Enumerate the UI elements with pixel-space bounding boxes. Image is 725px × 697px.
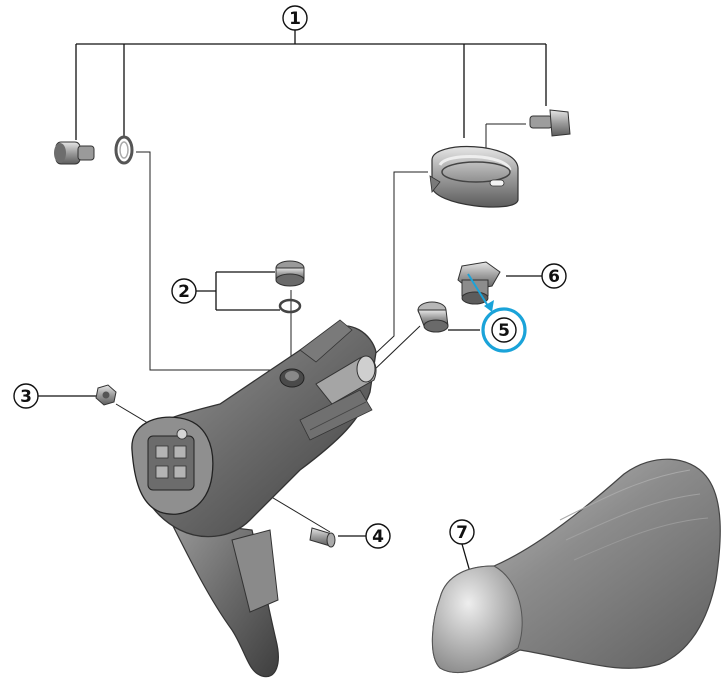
callout-5: 5 [481, 307, 527, 353]
callout-4: 4 [365, 523, 391, 549]
callout-2-number: 2 [178, 282, 190, 302]
callout-1: 1 [282, 5, 308, 31]
part-5-bushing [417, 301, 449, 333]
part-6-adjust-bolt [457, 261, 501, 312]
callout-1-number: 1 [289, 9, 301, 29]
callout-2: 2 [171, 278, 197, 304]
lever-body [131, 319, 377, 678]
callout-3: 3 [13, 383, 39, 409]
leader-lines [38, 30, 547, 573]
callout-6: 6 [541, 263, 567, 289]
callout-4-number: 4 [372, 527, 384, 547]
callout-7-number: 7 [456, 523, 468, 543]
part-2-o-ring [278, 298, 302, 314]
callout-3-number: 3 [20, 387, 32, 407]
part-1-band-clamp [429, 146, 519, 208]
part-4-pin-bolt [309, 527, 336, 548]
callout-6-number: 6 [548, 267, 560, 287]
part-7-rubber-hood [431, 458, 721, 674]
part-3-nut [95, 384, 117, 406]
part-1-clamp-bolt [529, 109, 571, 137]
part-1-cap-bolt-left [54, 141, 95, 165]
part-1-washer [114, 135, 134, 165]
callout-7: 7 [449, 519, 475, 545]
callout-5-number: 5 [498, 321, 510, 341]
part-2-plug-screw [275, 260, 305, 287]
